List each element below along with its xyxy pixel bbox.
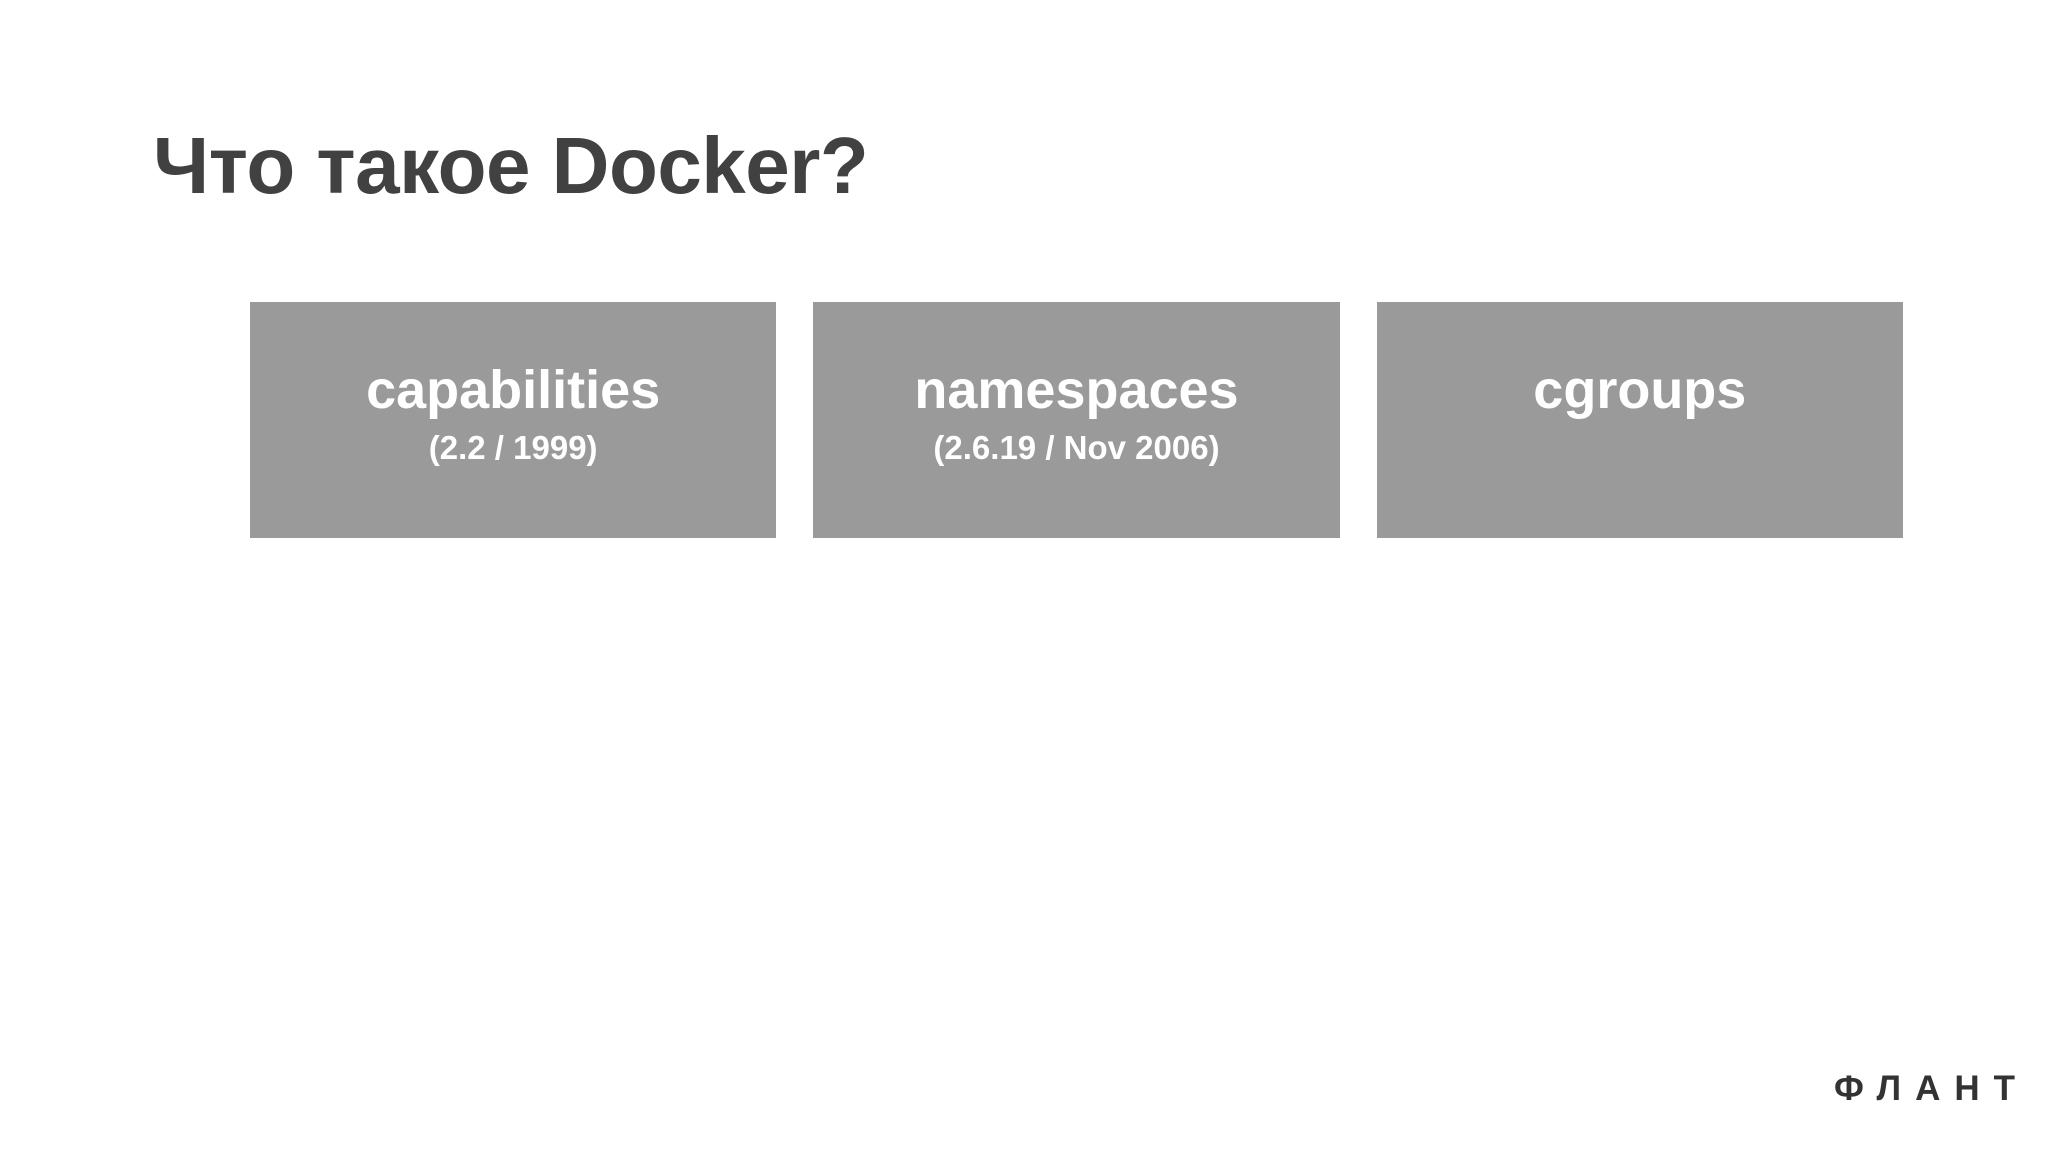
concept-box-label: namespaces — [914, 360, 1239, 420]
page-title: Что такое Docker? — [153, 121, 869, 210]
concept-box-label: capabilities — [366, 360, 661, 420]
brand-logo-flant: ФЛАНТ — [1834, 1069, 2030, 1108]
concept-boxes-row: capabilities (2.2 / 1999) namespaces (2.… — [250, 302, 1903, 538]
concept-box-cgroups[interactable]: cgroups — [1376, 302, 1903, 538]
concept-box-capabilities[interactable]: capabilities (2.2 / 1999) — [250, 302, 777, 538]
concept-box-sublabel: (2.2 / 1999) — [428, 429, 598, 466]
concept-box-namespaces[interactable]: namespaces (2.6.19 / Nov 2006) — [813, 302, 1340, 538]
concept-box-sublabel: (2.6.19 / Nov 2006) — [933, 429, 1220, 466]
concept-box-label: cgroups — [1533, 360, 1747, 420]
